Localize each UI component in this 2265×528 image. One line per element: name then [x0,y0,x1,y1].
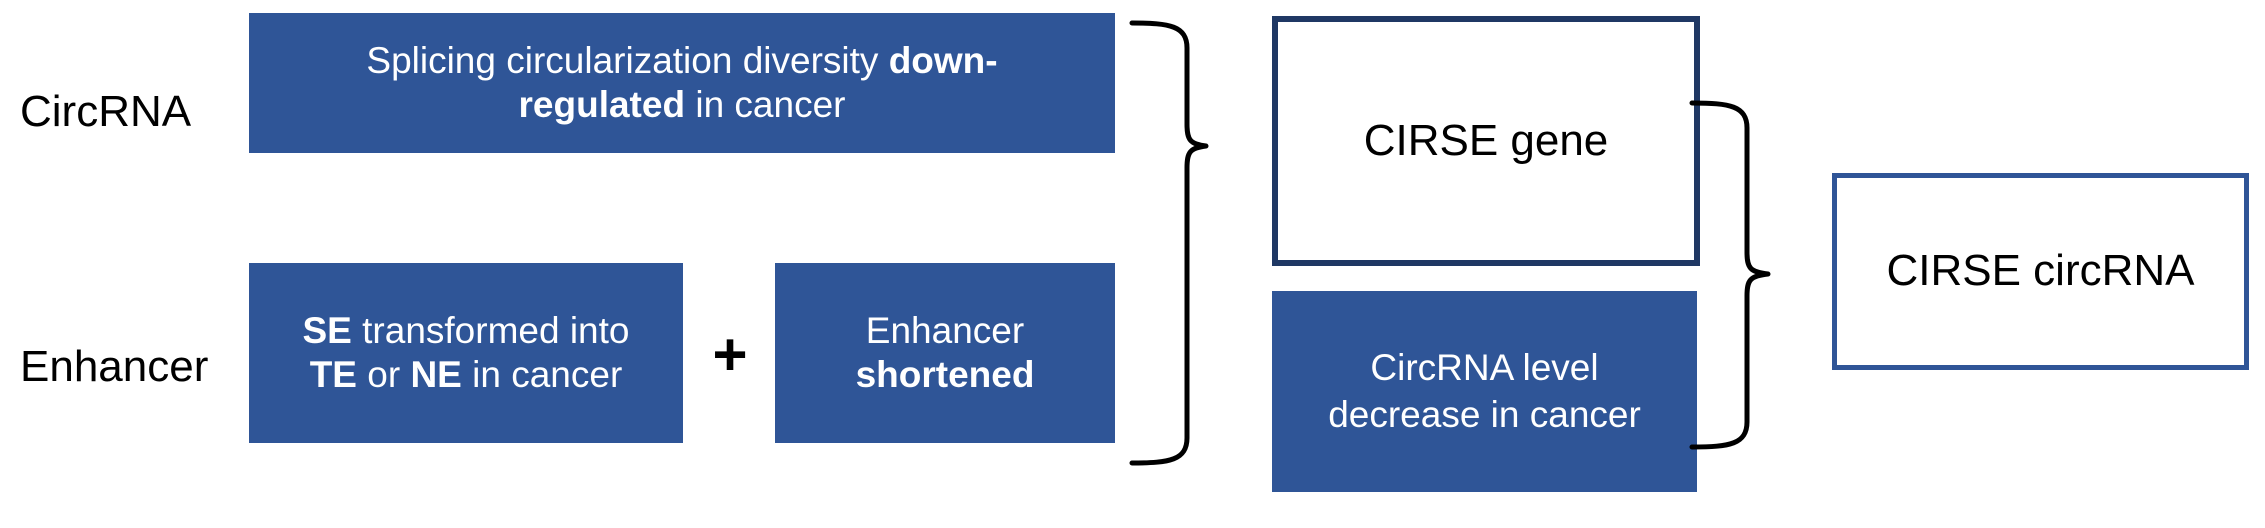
box-cirse-gene: CIRSE gene [1272,16,1700,266]
circrna-level-line1: CircRNA level [1370,347,1599,389]
se-line2-bold-ne: NE [410,354,462,395]
splicing-line2-normal: in cancer [685,84,846,125]
box-cirse-circrna-label: CIRSE circRNA [1886,246,2195,296]
se-line1-bold: SE [302,309,352,351]
splicing-line2-bold: regulated [518,84,686,125]
row-label-enhancer: Enhancer [20,342,209,391]
splicing-line1-normal: Splicing circularization diversity [366,40,889,82]
se-line2-or: or [356,354,411,395]
splicing-line1-bold: down- [888,40,998,82]
left-brace-connector [1129,20,1250,490]
se-line1-normal: transformed into [351,309,630,351]
right-brace-icon [1689,100,1771,450]
right-brace-connector [1689,100,1810,470]
left-brace-icon [1129,20,1209,466]
box-splicing-text: Splicing circularization diversity down-… [249,39,1115,126]
enhancer-short-line1: Enhancer [865,309,1025,351]
se-line2-normal: in cancer [461,354,623,395]
box-splicing-circularization: Splicing circularization diversity down-… [249,13,1115,153]
se-line2-bold-te: TE [309,354,357,395]
enhancer-short-line2: shortened [855,354,1035,395]
row-label-circrna: CircRNA [20,87,192,136]
box-cirse-circrna: CIRSE circRNA [1832,173,2249,370]
plus-operator: + [712,321,748,388]
circrna-level-line2: decrease in cancer [1328,393,1641,435]
box-cirse-gene-label: CIRSE gene [1363,115,1609,165]
